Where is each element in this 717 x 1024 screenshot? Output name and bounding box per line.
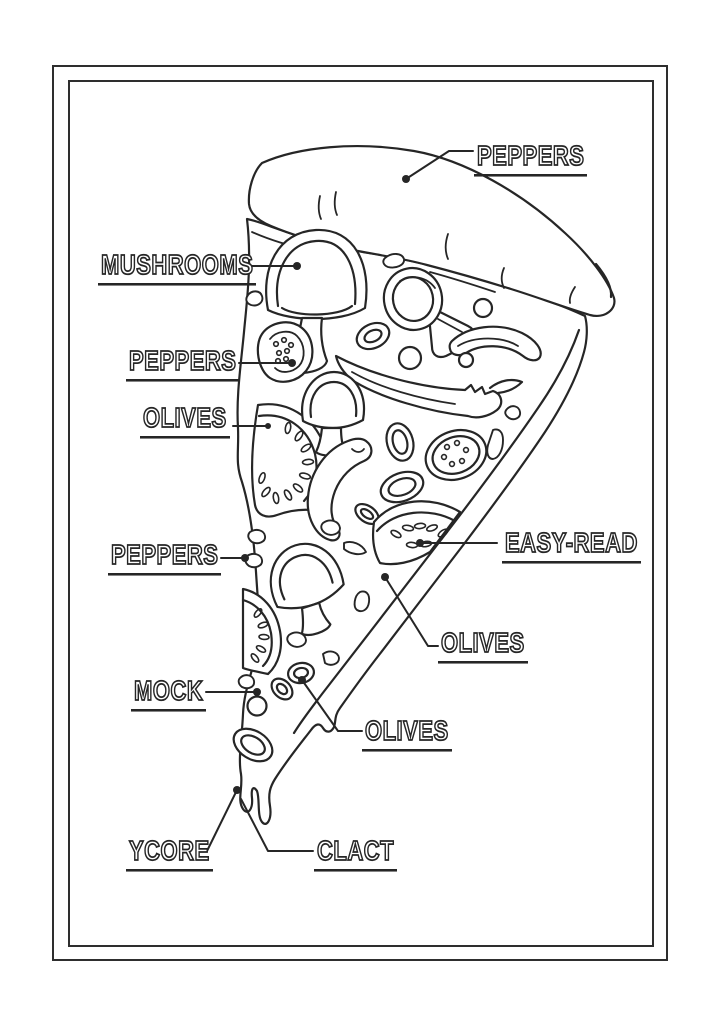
pepper-slice-topping bbox=[448, 325, 542, 362]
inner-border-frame bbox=[68, 80, 654, 947]
leader-dot-easy-read bbox=[416, 539, 424, 547]
mushroom-topping bbox=[269, 542, 345, 636]
leader-dot-olives-upper-left bbox=[265, 423, 271, 429]
leader-dot-ycore bbox=[233, 786, 241, 794]
pepper-bits-topping bbox=[237, 253, 521, 690]
label-peppers-upper-left: PEPPERS bbox=[126, 345, 240, 382]
olive-ring-topping bbox=[385, 422, 415, 462]
olive-topping bbox=[472, 297, 494, 319]
label-mushrooms: MUSHROOMS bbox=[98, 249, 257, 286]
pepper-ring-topping bbox=[256, 321, 314, 383]
label-peppers-lower-left: PEPPERS bbox=[108, 539, 222, 576]
olive-ring-topping bbox=[355, 321, 391, 351]
leader-dot-olives-right bbox=[381, 573, 389, 581]
label-clact: CLACT bbox=[314, 835, 398, 872]
label-mock: MOCK bbox=[131, 675, 207, 712]
leader-line-olives-bottom bbox=[301, 679, 363, 732]
olive-ring-topping bbox=[354, 502, 380, 526]
olive-ring-topping bbox=[270, 677, 294, 701]
leader-dot-peppers-lower-left bbox=[241, 554, 249, 562]
label-ycore: YCORE bbox=[126, 835, 213, 872]
tomato-slice-topping bbox=[424, 428, 488, 482]
cheese-edge-inner-line bbox=[292, 328, 581, 735]
label-easy-read: EASY-READ bbox=[502, 527, 641, 564]
olive-ring-topping bbox=[379, 470, 425, 504]
olive-topping bbox=[246, 695, 268, 717]
leader-dot-mushrooms bbox=[293, 262, 301, 270]
leader-line-olives-right bbox=[384, 576, 439, 647]
leader-dot-peppers-top bbox=[402, 175, 410, 183]
tomato-slice-topping bbox=[241, 587, 283, 676]
leader-lines bbox=[205, 150, 498, 852]
pepper-slice-topping bbox=[306, 437, 373, 542]
leader-dot-peppers-upper-left bbox=[288, 359, 296, 367]
label-peppers-top: PEPPERS bbox=[474, 140, 588, 177]
outer-border-frame bbox=[52, 65, 668, 961]
olive-topping bbox=[397, 345, 423, 371]
pizza-crust bbox=[247, 145, 616, 317]
olive-topping bbox=[457, 351, 475, 369]
label-olives-bottom: OLIVES bbox=[362, 715, 452, 752]
label-olives-upper-left: OLIVES bbox=[140, 402, 230, 439]
leader-dot-olives-bottom bbox=[298, 676, 306, 684]
olive-ring-topping bbox=[232, 727, 274, 763]
leader-line-clact bbox=[240, 798, 314, 852]
leader-line-peppers-top bbox=[405, 150, 474, 180]
leader-dot-mock bbox=[253, 688, 261, 696]
leader-line-ycore bbox=[206, 789, 238, 852]
label-olives-right: OLIVES bbox=[438, 627, 528, 664]
tomato-slice-topping bbox=[372, 500, 462, 566]
